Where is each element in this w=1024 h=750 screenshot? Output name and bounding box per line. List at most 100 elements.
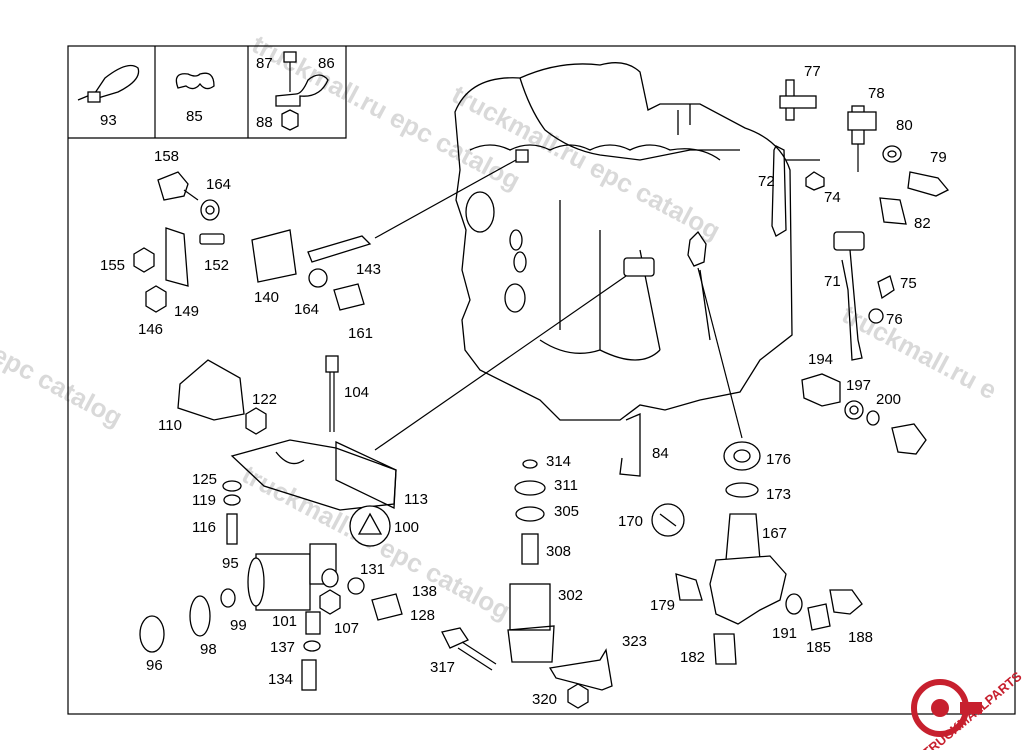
gear-hub-icon [931, 699, 949, 717]
part-number: 185 [806, 639, 831, 656]
part-number: 137 [270, 639, 295, 656]
part-number: 320 [532, 691, 557, 708]
part-number: 84 [652, 445, 669, 462]
parts-group-lower-left [139, 355, 403, 691]
cable-tie-head-icon [87, 91, 101, 103]
part-number: 113 [404, 491, 428, 508]
banjo-body-icon [847, 111, 877, 131]
nut-icon [567, 683, 589, 709]
part-number: 98 [200, 641, 217, 658]
part-number: 125 [192, 471, 217, 488]
part-number: 74 [824, 189, 841, 206]
plunger-icon [521, 533, 539, 565]
part-number: 71 [824, 273, 841, 290]
part-number: 188 [848, 629, 873, 646]
diagram-frame [67, 45, 1016, 715]
part-number: 110 [158, 417, 182, 434]
cable-tie-icon [77, 64, 140, 101]
part-number: 176 [766, 451, 791, 468]
part-number: 146 [138, 321, 163, 338]
part-number: 87 [256, 55, 273, 72]
part-number: 308 [546, 543, 571, 560]
part-number: 134 [268, 671, 293, 688]
washer-icon [866, 410, 880, 426]
nut-icon [281, 109, 299, 131]
bracket-icon [771, 145, 820, 237]
part-number: 99 [230, 617, 247, 634]
parts-group-right [801, 373, 927, 455]
part-number: 122 [252, 391, 277, 408]
washer-icon [303, 640, 321, 652]
bolt-head-icon [325, 355, 339, 373]
part-number: 173 [766, 486, 791, 503]
leader-lines [374, 159, 743, 451]
washer-icon [222, 480, 242, 492]
part-number: 197 [846, 377, 871, 394]
screw-icon [226, 513, 238, 545]
parts-group-left [133, 171, 372, 313]
screw-icon [301, 659, 317, 691]
clip-icon [175, 72, 215, 90]
part-number: 314 [546, 453, 571, 470]
parts-group-bottom-right [651, 441, 863, 665]
bracket-icon [548, 648, 613, 691]
part-number: 152 [204, 257, 229, 274]
nut-icon [245, 407, 267, 435]
bolt-icon [907, 171, 950, 197]
bolt-icon [371, 593, 403, 621]
part-number: 95 [222, 555, 239, 572]
washer-icon [308, 268, 328, 288]
part-number: 101 [272, 613, 297, 630]
banjo-bolt-icon [157, 171, 189, 201]
fitting-icon [877, 275, 895, 300]
part-number: 75 [900, 275, 917, 292]
part-number: 85 [186, 108, 203, 125]
nut-icon [723, 441, 761, 471]
washer-icon [220, 588, 236, 608]
part-number: 96 [146, 657, 163, 674]
engine-block-illustration [454, 62, 793, 421]
truckmallparts-logo [911, 679, 982, 737]
solenoid-icon [509, 583, 551, 631]
nut-icon [805, 171, 825, 191]
nut-icon [133, 247, 155, 273]
bolt-head-icon [283, 51, 297, 63]
part-number: 82 [914, 215, 931, 232]
washer-icon [882, 145, 902, 163]
nut-icon [319, 589, 341, 615]
part-number: 179 [650, 597, 675, 614]
part-number: 182 [680, 649, 705, 666]
connector-icon [801, 373, 841, 407]
spring-icon [725, 482, 759, 498]
sensor-icon [891, 423, 927, 455]
part-number: 131 [360, 561, 385, 578]
part-number: 78 [868, 85, 885, 102]
bracket-icon [165, 227, 189, 287]
fitting-icon [675, 573, 703, 601]
part-number: 93 [100, 112, 117, 129]
bolt-icon [829, 589, 863, 615]
part-number: 311 [554, 477, 578, 494]
part-number: 158 [154, 148, 179, 165]
valve-housing-icon [709, 555, 787, 625]
part-number: 128 [410, 607, 435, 624]
valve-on-engine-icon [623, 257, 655, 277]
warning-plate-icon [349, 505, 391, 547]
inset-box [68, 46, 347, 139]
bracket-icon [879, 197, 907, 225]
part-number: 88 [256, 114, 273, 131]
part-number: 302 [558, 587, 583, 604]
part-number: 80 [896, 117, 913, 134]
part-number-labels: 93 85 87 86 88 77 78 80 79 72 74 82 71 7… [100, 55, 947, 708]
part-number: 116 [192, 519, 216, 536]
valve-icon [833, 231, 865, 251]
long-bolt-icon [307, 235, 372, 263]
part-number: 119 [192, 492, 216, 509]
pipe-clamp-icon [275, 74, 329, 107]
part-number: 170 [618, 513, 643, 530]
bolt-head-icon [441, 627, 469, 649]
tee-fitting-body-icon [779, 95, 817, 109]
part-number: 79 [930, 149, 947, 166]
part-number: 164 [206, 176, 231, 193]
part-number: 77 [804, 63, 821, 80]
